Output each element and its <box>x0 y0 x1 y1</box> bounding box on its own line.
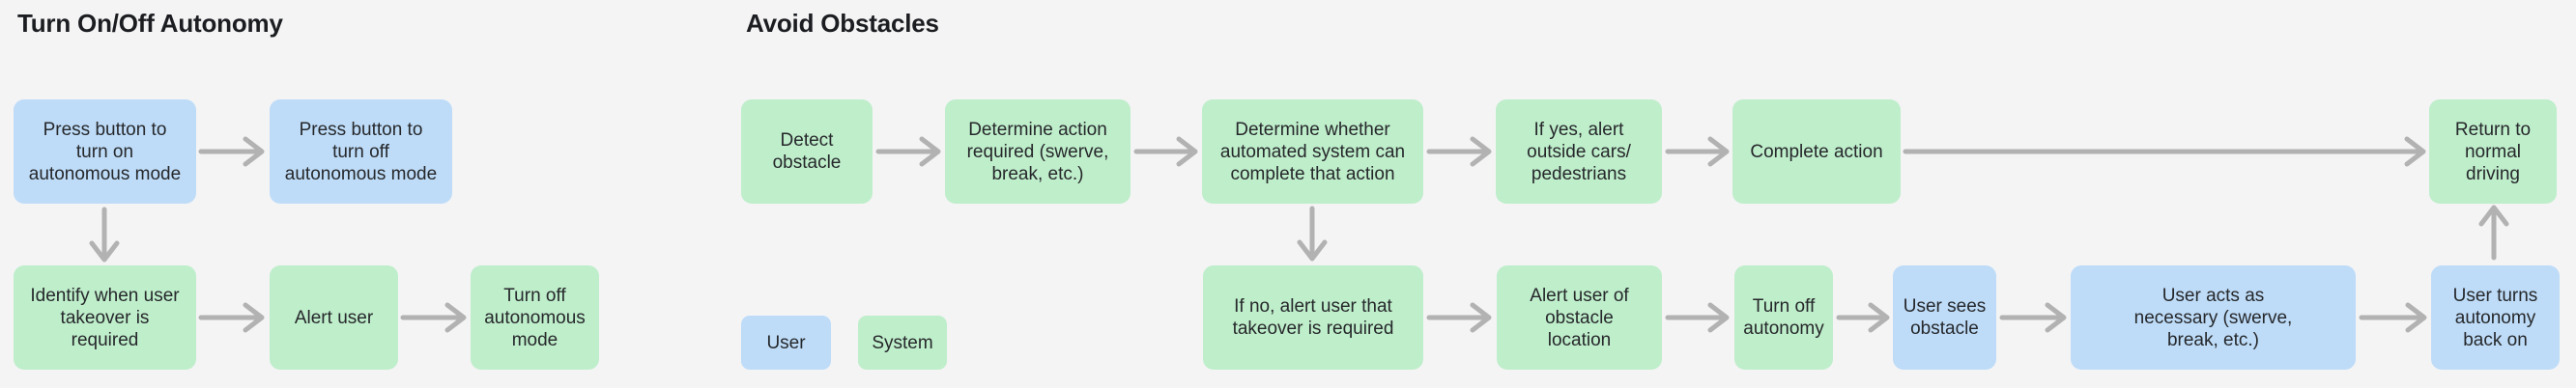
node-determine-whether-system-can-complete[interactable]: Determine whether automated system can c… <box>1202 99 1423 204</box>
arrow-press-on-to-identify <box>89 207 120 263</box>
arrow-user-sees-to-user-acts <box>1999 302 2067 333</box>
arrow-if-yes-to-complete-action <box>1665 136 1730 167</box>
arrow-determine-whether-to-if-yes <box>1426 136 1492 167</box>
node-press-button-turn-off[interactable]: Press button to turn off autonomous mode <box>270 99 452 204</box>
node-user-sees-obstacle[interactable]: User sees obstacle <box>1893 265 1996 370</box>
section-title-turn-onoff-autonomy: Turn On/Off Autonomy <box>17 9 283 38</box>
arrow-user-acts-to-user-turns <box>2359 302 2427 333</box>
node-determine-action-required[interactable]: Determine action required (swerve, break… <box>945 99 1131 204</box>
node-user-acts-as-necessary[interactable]: User acts as necessary (swerve, break, e… <box>2071 265 2356 370</box>
node-complete-action[interactable]: Complete action <box>1732 99 1901 204</box>
node-identify-user-takeover[interactable]: Identify when user takeover is required <box>14 265 196 370</box>
node-return-to-normal-driving[interactable]: Return to normal driving <box>2429 99 2557 204</box>
node-alert-user-obstacle-location[interactable]: Alert user of obstacle location <box>1497 265 1662 370</box>
arrow-complete-action-to-return-normal <box>1903 136 2426 167</box>
arrow-determine-whether-to-if-no <box>1297 206 1328 262</box>
arrow-turn-off-autonomy-to-user-sees <box>1836 302 1890 333</box>
arrow-user-turns-to-return-normal <box>2478 205 2509 261</box>
arrow-alert-location-to-turn-off-autonomy <box>1665 302 1730 333</box>
node-if-yes-alert-outside[interactable]: If yes, alert outside cars/ pedestrians <box>1496 99 1662 204</box>
arrow-press-on-to-press-off <box>198 136 265 167</box>
arrow-alert-user-to-turn-off-mode <box>400 302 467 333</box>
node-turn-off-autonomous-mode[interactable]: Turn off autonomous mode <box>471 265 599 370</box>
arrow-identify-to-alert-user <box>198 302 265 333</box>
arrow-determine-action-to-determine-whether <box>1133 136 1198 167</box>
legend-system[interactable]: System <box>858 316 947 370</box>
node-turn-off-autonomy[interactable]: Turn off autonomy <box>1734 265 1833 370</box>
node-alert-user[interactable]: Alert user <box>270 265 398 370</box>
node-if-no-alert-user-takeover[interactable]: If no, alert user that takeover is requi… <box>1203 265 1423 370</box>
arrow-if-no-to-alert-location <box>1426 302 1492 333</box>
node-user-turns-autonomy-back-on[interactable]: User turns autonomy back on <box>2431 265 2560 370</box>
node-press-button-turn-on[interactable]: Press button to turn on autonomous mode <box>14 99 196 204</box>
node-detect-obstacle[interactable]: Detect obstacle <box>741 99 873 204</box>
legend-user[interactable]: User <box>741 316 831 370</box>
arrow-detect-to-determine-action <box>875 136 941 167</box>
section-title-avoid-obstacles: Avoid Obstacles <box>746 9 939 38</box>
